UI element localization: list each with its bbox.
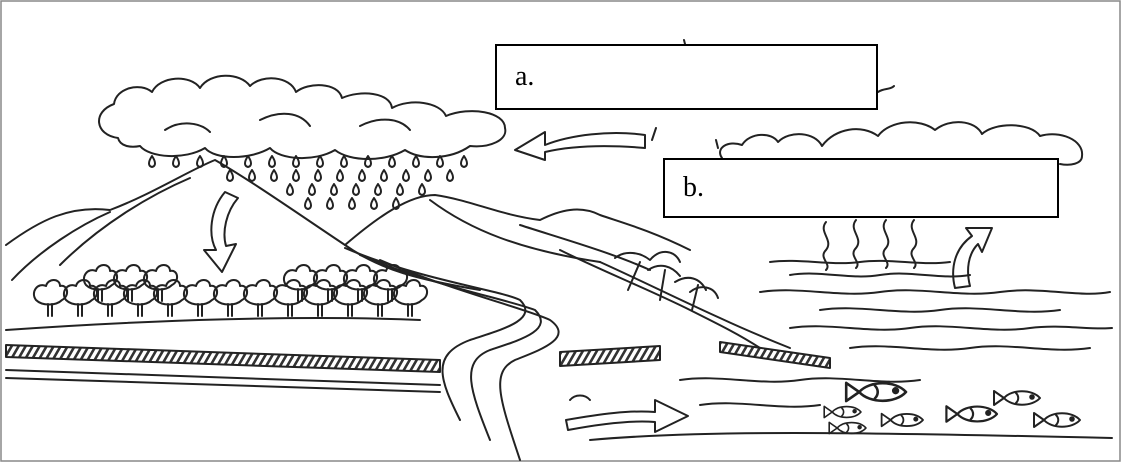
tree-icon [392,279,428,317]
raindrop-icon [460,155,468,168]
fish-icon [823,381,1081,435]
tree-icon [282,264,318,302]
tree-icon [62,279,98,317]
fish-icon [1033,412,1081,428]
tree-icon [142,264,178,302]
raindrop-icon [292,169,300,182]
raindrop-icon [316,155,324,168]
raindrop-icon [148,155,468,210]
label-box-a[interactable]: a. [495,44,878,110]
raindrop-icon [392,197,400,210]
tree-icon [312,264,348,302]
fish-icon [844,381,908,403]
vapor-icon [822,219,918,271]
raindrop-icon [326,197,334,210]
tree-icon [272,279,308,317]
label-b-text: b. [683,172,704,203]
tree-icon [112,264,148,302]
label-a-text: a. [515,61,535,92]
raindrop-icon [374,183,382,196]
raindrop-icon [330,183,338,196]
raindrop-icon [308,183,316,196]
raindrop-icon [436,155,444,168]
raindrop-icon [220,155,228,168]
fish-icon [945,405,999,423]
tree-icon [212,279,248,317]
tree-icon [242,279,278,317]
raindrop-icon [370,197,378,210]
tree-icon [32,279,68,317]
tree-icon [362,279,398,317]
arrow-icon [203,191,239,273]
raindrop-icon [402,169,410,182]
raindrop-icon [270,169,278,182]
raindrop-icon [304,197,312,210]
tree-icon [152,279,188,317]
raindrop-icon [364,155,372,168]
raindrop-icon [358,169,366,182]
tree-icon [372,264,408,302]
raindrop-icon [336,169,344,182]
cloud-icon [719,121,1084,166]
raindrop-icon [196,155,204,168]
raindrop-icon [446,169,454,182]
raindrop-icon [226,169,234,182]
raindrop-icon [412,155,420,168]
raindrop-icon [172,155,180,168]
raindrop-icon [286,183,294,196]
raindrop-icon [352,183,360,196]
arrow-icon [952,227,993,289]
tree-icon [614,251,719,311]
raindrop-icon [148,155,156,168]
raindrop-icon [340,155,348,168]
raindrop-icon [418,183,426,196]
raindrop-icon [244,155,252,168]
tree-icon [82,264,118,302]
raindrop-icon [292,155,300,168]
cloud-icon [98,74,507,160]
ocean-icon [589,259,1113,441]
fish-icon [993,390,1041,406]
fish-icon [828,421,867,435]
raindrop-icon [348,197,356,210]
tree-icon [302,279,338,317]
tree-icon [92,279,128,317]
label-box-b[interactable]: b. [663,158,1059,218]
tree-icon [122,279,158,317]
tree-icon [342,264,378,302]
arrow-icon [565,394,689,433]
raindrop-icon [380,169,388,182]
tree-icon [182,279,218,317]
raindrop-icon [248,169,256,182]
tree-icon [332,279,368,317]
fish-icon [880,412,924,428]
fish-icon [823,405,862,419]
arrow-icon [514,131,646,161]
raindrop-icon [314,169,322,182]
raindrop-icon [396,183,404,196]
river-icon [344,224,791,461]
tree-icon [32,264,428,317]
land-strip [5,341,831,393]
raindrop-icon [268,155,276,168]
raindrop-icon [424,169,432,182]
raindrop-icon [388,155,396,168]
